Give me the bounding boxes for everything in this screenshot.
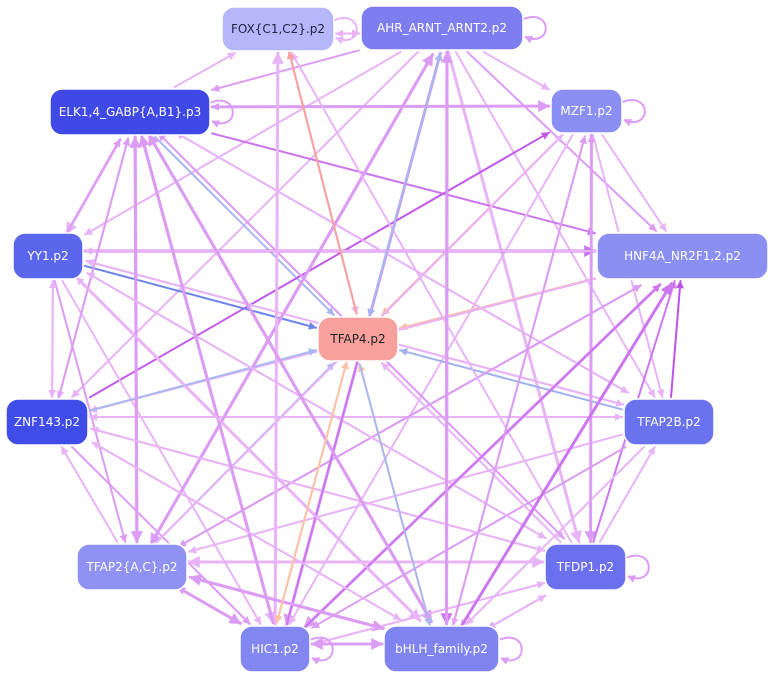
- node-label-hic1: HIC1.p2: [251, 642, 299, 656]
- node-box-ahr[interactable]: [360, 5, 524, 51]
- edge-layer: [48, 16, 684, 665]
- node-box-hic1[interactable]: [239, 625, 311, 673]
- node-label-tfap4: TFAP4.p2: [329, 332, 385, 346]
- node-box-bhlh[interactable]: [383, 625, 500, 673]
- node-label-ahr: AHR_ARNT_ARNT2.p2: [377, 21, 507, 35]
- self-loop-edge-tfdp1: [625, 554, 650, 583]
- edge-tfdp1-to-yy1: [86, 272, 547, 540]
- edge-elk-to-fox: [173, 52, 237, 88]
- node-box-elk[interactable]: [49, 88, 211, 136]
- edge-mzf-to-hic1: [288, 134, 574, 625]
- self-loop-edge-hic1: [309, 636, 334, 665]
- node-box-hnf[interactable]: [596, 232, 769, 280]
- edge-hic1-to-tfdp1: [312, 581, 546, 646]
- node-box-yy1[interactable]: [12, 232, 84, 280]
- edge-tfap4-to-ahr: [368, 52, 443, 318]
- edge-znf-to-elk: [57, 137, 131, 400]
- edge-bhlh-to-tfap2ac: [188, 574, 385, 630]
- edge-ahr-to-elk: [211, 49, 360, 92]
- edge-tfdp1-to-mzf: [587, 134, 596, 544]
- edge-tfap2b-to-tfap2ac: [188, 433, 623, 554]
- edge-ahr-to-hnf: [466, 51, 658, 232]
- self-loop-edge-mzf: [621, 99, 646, 127]
- node-box-tfap4[interactable]: [317, 316, 399, 362]
- edge-elk-to-hnf: [211, 132, 596, 236]
- edge-ahr-to-tfdp1: [446, 50, 582, 544]
- node-label-hnf: HNF4A_NR2F1,2.p2: [624, 249, 741, 263]
- node-tfap2b[interactable]: TFAP2B.p2: [623, 398, 715, 446]
- node-box-tfap2b[interactable]: [623, 398, 715, 446]
- edge-yy1-to-hic1: [61, 280, 262, 625]
- edge-tfdp1-to-znf: [90, 426, 546, 552]
- edge-tfap4-to-fox: [286, 50, 358, 315]
- edge-hic1-to-tfap2ac: [177, 586, 242, 625]
- edge-tfap2ac-to-hnf: [177, 284, 642, 548]
- edge-bhlh-to-elk: [147, 132, 433, 623]
- edge-bhlh-to-hnf: [459, 282, 673, 629]
- node-label-elk: ELK1,4_GABP{A,B1}.p3: [59, 105, 201, 119]
- node-bhlh[interactable]: bHLH_family.p2: [383, 625, 500, 673]
- node-label-mzf: MZF1.p2: [560, 104, 612, 118]
- node-box-fox[interactable]: [221, 6, 335, 52]
- node-znf[interactable]: ZNF143.p2: [5, 398, 89, 446]
- node-tfdp1[interactable]: TFDP1.p2: [544, 543, 627, 591]
- self-loop-edge-elk: [209, 99, 234, 128]
- edge-tfap2ac-to-ahr: [149, 52, 435, 546]
- edge-tfap2b-to-hnf: [670, 280, 684, 398]
- edge-tfap2b-to-elk: [174, 131, 630, 394]
- edge-hic1-to-elk: [138, 134, 275, 625]
- edge-tfap2b-to-hic1: [311, 446, 627, 629]
- edge-bhlh-to-tfdp1: [486, 594, 547, 630]
- node-mzf[interactable]: MZF1.p2: [550, 88, 623, 134]
- edge-bhlh-to-mzf: [452, 135, 587, 627]
- node-yy1[interactable]: YY1.p2: [12, 232, 84, 280]
- node-tfap4[interactable]: TFAP4.p2: [317, 316, 399, 362]
- edge-znf-to-mzf: [89, 131, 550, 399]
- edge-tfap2ac-to-elk: [129, 135, 142, 544]
- node-fox[interactable]: FOX{C1,C2}.p2: [221, 6, 335, 52]
- edge-elk-to-tfap4: [154, 136, 335, 316]
- edge-tfap4-to-bhlh: [358, 363, 432, 627]
- node-ahr[interactable]: AHR_ARNT_ARNT2.p2: [360, 5, 524, 51]
- node-label-bhlh: bHLH_family.p2: [395, 642, 488, 656]
- node-elk[interactable]: ELK1,4_GABP{A,B1}.p3: [49, 88, 211, 136]
- edge-tfdp1-to-fox: [290, 52, 573, 543]
- edge-mzf-to-hnf: [601, 134, 667, 232]
- node-box-tfap2ac[interactable]: [76, 543, 188, 591]
- node-label-tfap2b: TFAP2B.p2: [636, 415, 701, 429]
- node-label-znf: ZNF143.p2: [14, 415, 80, 429]
- edge-hic1-to-hnf: [303, 283, 662, 629]
- node-tfap2ac[interactable]: TFAP2{A,C}.p2: [76, 543, 188, 591]
- edge-bhlh-to-znf: [91, 441, 402, 621]
- self-loop-edge-bhlh: [498, 636, 523, 665]
- edge-mzf-to-elk: [210, 102, 550, 111]
- node-label-tfap2ac: TFAP2{A,C}.p2: [86, 560, 178, 574]
- edge-tfap2b-to-tfap4: [399, 348, 623, 411]
- edge-znf-to-yy1: [48, 280, 57, 399]
- node-box-tfdp1[interactable]: [544, 543, 627, 591]
- node-hnf[interactable]: HNF4A_NR2F1,2.p2: [596, 232, 769, 280]
- node-label-fox: FOX{C1,C2}.p2: [231, 22, 325, 36]
- edge-tfdp1-to-tfap2b: [598, 446, 656, 543]
- edge-tfap2ac-to-znf: [60, 446, 119, 543]
- node-box-mzf[interactable]: [550, 88, 623, 134]
- edge-ahr-to-znf: [71, 51, 419, 398]
- node-layer: FOX{C1,C2}.p2 AHR_ARNT_ARNT2.p2ELK1,4_GAB…: [5, 5, 769, 673]
- node-label-yy1: YY1.p2: [26, 249, 68, 263]
- edge-tfap4-to-hic1: [274, 360, 348, 624]
- edge-yy1-to-elk: [65, 138, 122, 235]
- node-box-znf[interactable]: [5, 398, 89, 446]
- node-hic1[interactable]: HIC1.p2: [239, 625, 311, 673]
- self-loop-edge-fox: [333, 17, 358, 45]
- self-loop-edge-ahr: [522, 16, 547, 44]
- edge-ahr-to-mzf: [482, 51, 550, 91]
- edge-ahr-to-tfap2b: [454, 51, 656, 398]
- node-label-tfdp1: TFDP1.p2: [556, 560, 614, 574]
- edge-ahr-to-yy1: [84, 51, 402, 236]
- edge-hic1-to-fox: [271, 51, 284, 626]
- edge-bhlh-to-yy1: [75, 276, 422, 622]
- edge-znf-to-hic1: [71, 446, 251, 625]
